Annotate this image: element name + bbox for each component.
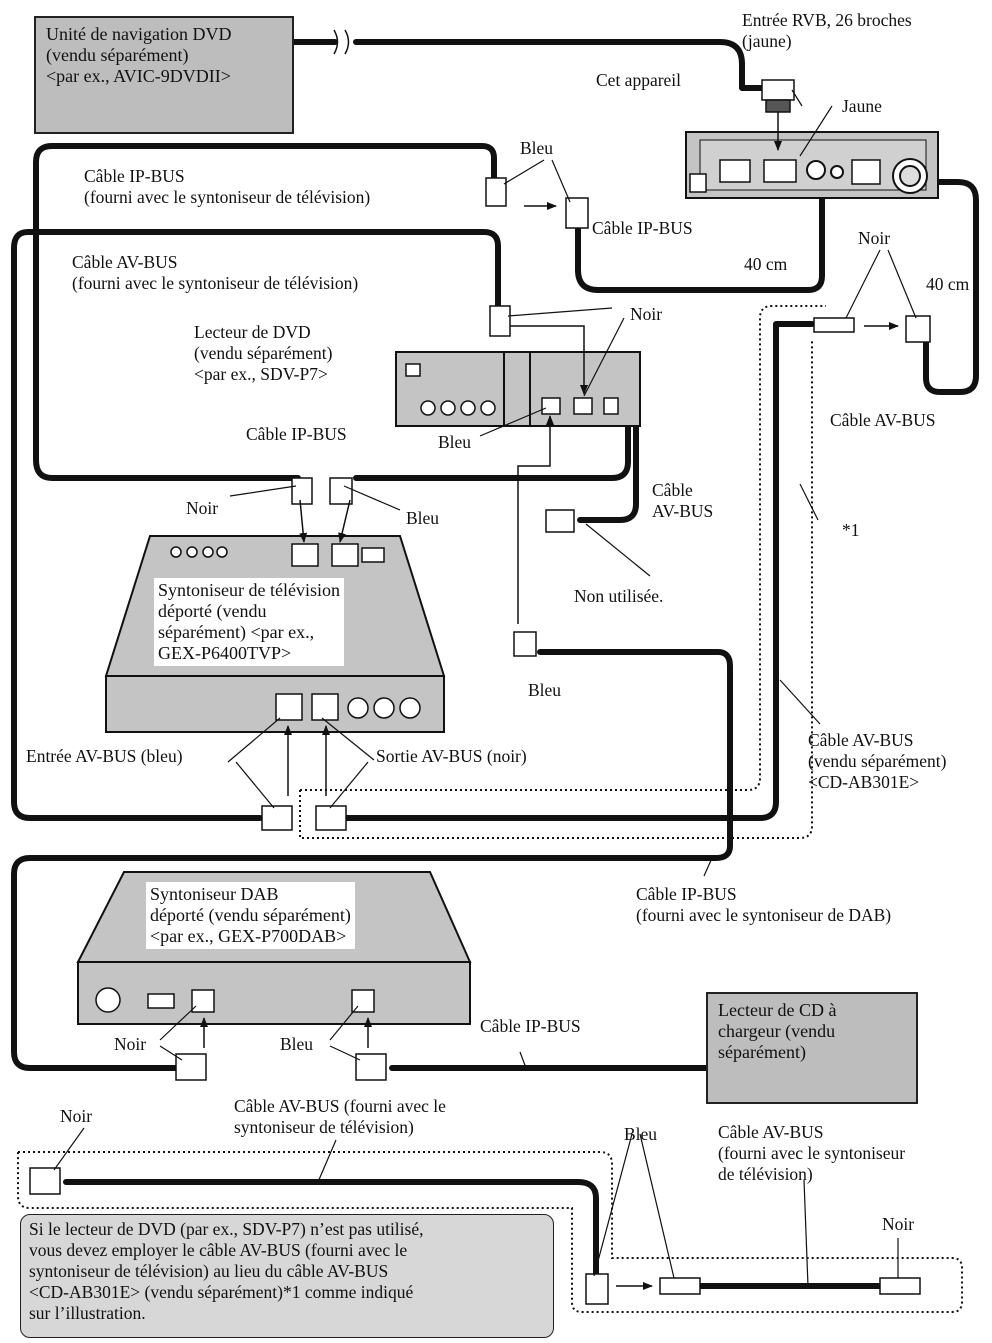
ipbus-dab-line: (fourni avec le syntoniseur de DAB)	[636, 905, 892, 925]
rgb-connector	[761, 79, 795, 113]
cd-changer-line: Lecteur de CD à	[718, 1000, 837, 1020]
ipbus-dab-label: Câble IP-BUS (fourni avec le syntoniseur…	[636, 884, 891, 926]
note-line: Si le lecteur de DVD (par ex., SDV-P7) n…	[29, 1219, 424, 1239]
rgb-input-line: (jaune)	[742, 31, 792, 51]
length-label-2: 40 cm	[926, 274, 970, 294]
blue-label-dab: Bleu	[280, 1034, 314, 1054]
note-line: sur l’illustration.	[29, 1303, 146, 1323]
blue-label-bottom: Bleu	[624, 1124, 658, 1144]
avbus-right-label: Câble AV-BUS	[830, 410, 936, 430]
cables	[11, 39, 979, 1289]
ipbus-dab-line: Câble IP-BUS	[636, 884, 737, 904]
nav-unit-line: <par ex., AVIC-9DVDII>	[46, 66, 231, 86]
avbus-stack-line: Câble	[652, 480, 693, 500]
avbus-stack-label: Câble AV-BUS	[652, 480, 713, 522]
cable-avbus-40cm	[843, 179, 979, 395]
cable-ipbus-dab	[11, 649, 733, 1071]
dvd-player-line: Lecteur de DVD	[194, 322, 311, 342]
black-label-dvd: Noir	[630, 304, 663, 324]
dotted-avbus-sold-outline	[299, 305, 826, 839]
avbus-in-label: Entrée AV-BUS (bleu)	[26, 746, 183, 766]
avbus-sold-line: <CD-AB301E>	[808, 772, 920, 792]
avbus-tv-inline-line: syntoniseur de télévision)	[234, 1117, 414, 1137]
avbus-tv-line: (fourni avec le syntoniseur de télévisio…	[72, 273, 359, 293]
tv-tuner-line: Syntoniseur de télévision	[158, 580, 340, 600]
dvd-player-label: Lecteur de DVD (vendu séparément) <par e…	[194, 322, 332, 385]
tv-tuner-label: Syntoniseur de télévision déporté (vendu…	[154, 578, 344, 666]
cd-changer-line: séparément)	[718, 1042, 806, 1062]
avbus-tv-label: Câble AV-BUS (fourni avec le syntoniseur…	[72, 252, 358, 294]
blue-label-tv: Bleu	[406, 508, 440, 528]
cable-avbus-dvd	[577, 357, 639, 523]
dvd-player-line: (vendu séparément)	[194, 343, 333, 363]
nav-unit-line: Unité de navigation DVD	[46, 24, 232, 44]
dab-tuner-line: <par ex., GEX-P700DAB>	[150, 926, 347, 946]
ipbus-cd-label: Câble IP-BUS	[480, 1016, 581, 1036]
ipbus-tv-line: Câble IP-BUS	[84, 166, 185, 186]
cable-avbus-tv	[11, 229, 501, 821]
black-label-bottom-right: Noir	[882, 1214, 915, 1234]
note-line: vous devez employer le câble AV-BUS (fou…	[29, 1240, 408, 1260]
note-line: <CD-AB301E> (vendu séparément)*1 comme i…	[29, 1282, 414, 1302]
tv-tuner-line: déporté (vendu	[158, 601, 267, 621]
blue-label-top: Bleu	[520, 138, 554, 158]
rgb-input-label: Entrée RVB, 26 broches (jaune)	[742, 10, 912, 52]
cd-changer-box: Lecteur de CD à chargeur (vendu séparéme…	[706, 992, 918, 1104]
avbus-sold-label: Câble AV-BUS (vendu séparément) <CD-AB30…	[808, 730, 946, 793]
tv-tuner-line: séparément) <par ex.,	[158, 622, 315, 642]
dab-tuner-line: Syntoniseur DAB	[150, 884, 279, 904]
cable-nav-rgb	[290, 39, 765, 91]
black-label-tv: Noir	[186, 498, 219, 518]
avbus-tv-short-label: Câble AV-BUS (fourni avec le syntoniseur…	[718, 1122, 905, 1185]
ipbus-tv-label: Câble IP-BUS (fourni avec le syntoniseur…	[84, 166, 370, 208]
ipbus-unit-label: Câble IP-BUS	[592, 218, 693, 238]
nav-unit-box: Unité de navigation DVD (vendu séparémen…	[34, 16, 294, 134]
cable-ipbus-dvd-tv	[353, 357, 631, 481]
ipbus-tv-line: (fourni avec le syntoniseur de télévisio…	[84, 187, 371, 207]
avbus-tv-inline-line: Câble AV-BUS (fourni avec le	[234, 1096, 446, 1116]
cable-avbus-bottom	[63, 1179, 599, 1289]
avbus-tv-inline-label: Câble AV-BUS (fourni avec le syntoniseur…	[234, 1096, 446, 1138]
plugs	[29, 177, 931, 1305]
avbus-tv-short-line: (fourni avec le syntoniseur	[718, 1143, 906, 1163]
black-label-unit: Noir	[858, 228, 891, 248]
length-label-1: 40 cm	[744, 254, 788, 274]
blue-label-dvd: Bleu	[438, 432, 472, 452]
avbus-sold-line: Câble AV-BUS	[808, 730, 914, 750]
dab-tuner-label: Syntoniseur DAB déporté (vendu séparémen…	[146, 882, 355, 949]
blue-label-dab-ip: Bleu	[528, 680, 562, 700]
black-label-bottom: Noir	[60, 1106, 93, 1126]
tv-tuner-line: GEX-P6400TVP>	[158, 643, 292, 663]
avbus-tv-short-line: de télévision)	[718, 1164, 813, 1184]
avbus-out-label: Sortie AV-BUS (noir)	[376, 746, 527, 766]
avbus-tv-short-line: Câble AV-BUS	[718, 1122, 824, 1142]
not-used-label: Non utilisée.	[574, 586, 664, 606]
yellow-label: Jaune	[842, 96, 882, 116]
arrows	[200, 112, 899, 1290]
dvd-player-line: <par ex., SDV-P7>	[194, 364, 328, 384]
note-box: Si le lecteur de DVD (par ex., SDV-P7) n…	[20, 1214, 554, 1338]
cd-changer-line: chargeur (vendu	[718, 1021, 836, 1041]
avbus-tv-line: Câble AV-BUS	[72, 252, 178, 272]
dvd-player-device	[395, 351, 641, 427]
this-unit-label: Cet appareil	[596, 70, 682, 90]
head-unit	[685, 131, 939, 199]
ipbus-mid-label: Câble IP-BUS	[246, 424, 347, 444]
nav-unit-line: (vendu séparément)	[46, 45, 189, 65]
cable-avbus-sold	[337, 321, 815, 821]
note-line: syntoniseur de télévision) au lieu du câ…	[29, 1261, 389, 1281]
avbus-sold-line: (vendu séparément)	[808, 751, 947, 771]
dab-tuner-line: déporté (vendu séparément)	[150, 905, 351, 925]
footnote-mark: *1	[842, 520, 860, 540]
rgb-input-line: Entrée RVB, 26 broches	[742, 10, 912, 30]
avbus-stack-line: AV-BUS	[652, 501, 714, 521]
dotted-bottom-outline	[17, 1151, 963, 1313]
cable-ipbus-tv	[33, 143, 497, 481]
black-label-dab: Noir	[114, 1034, 147, 1054]
